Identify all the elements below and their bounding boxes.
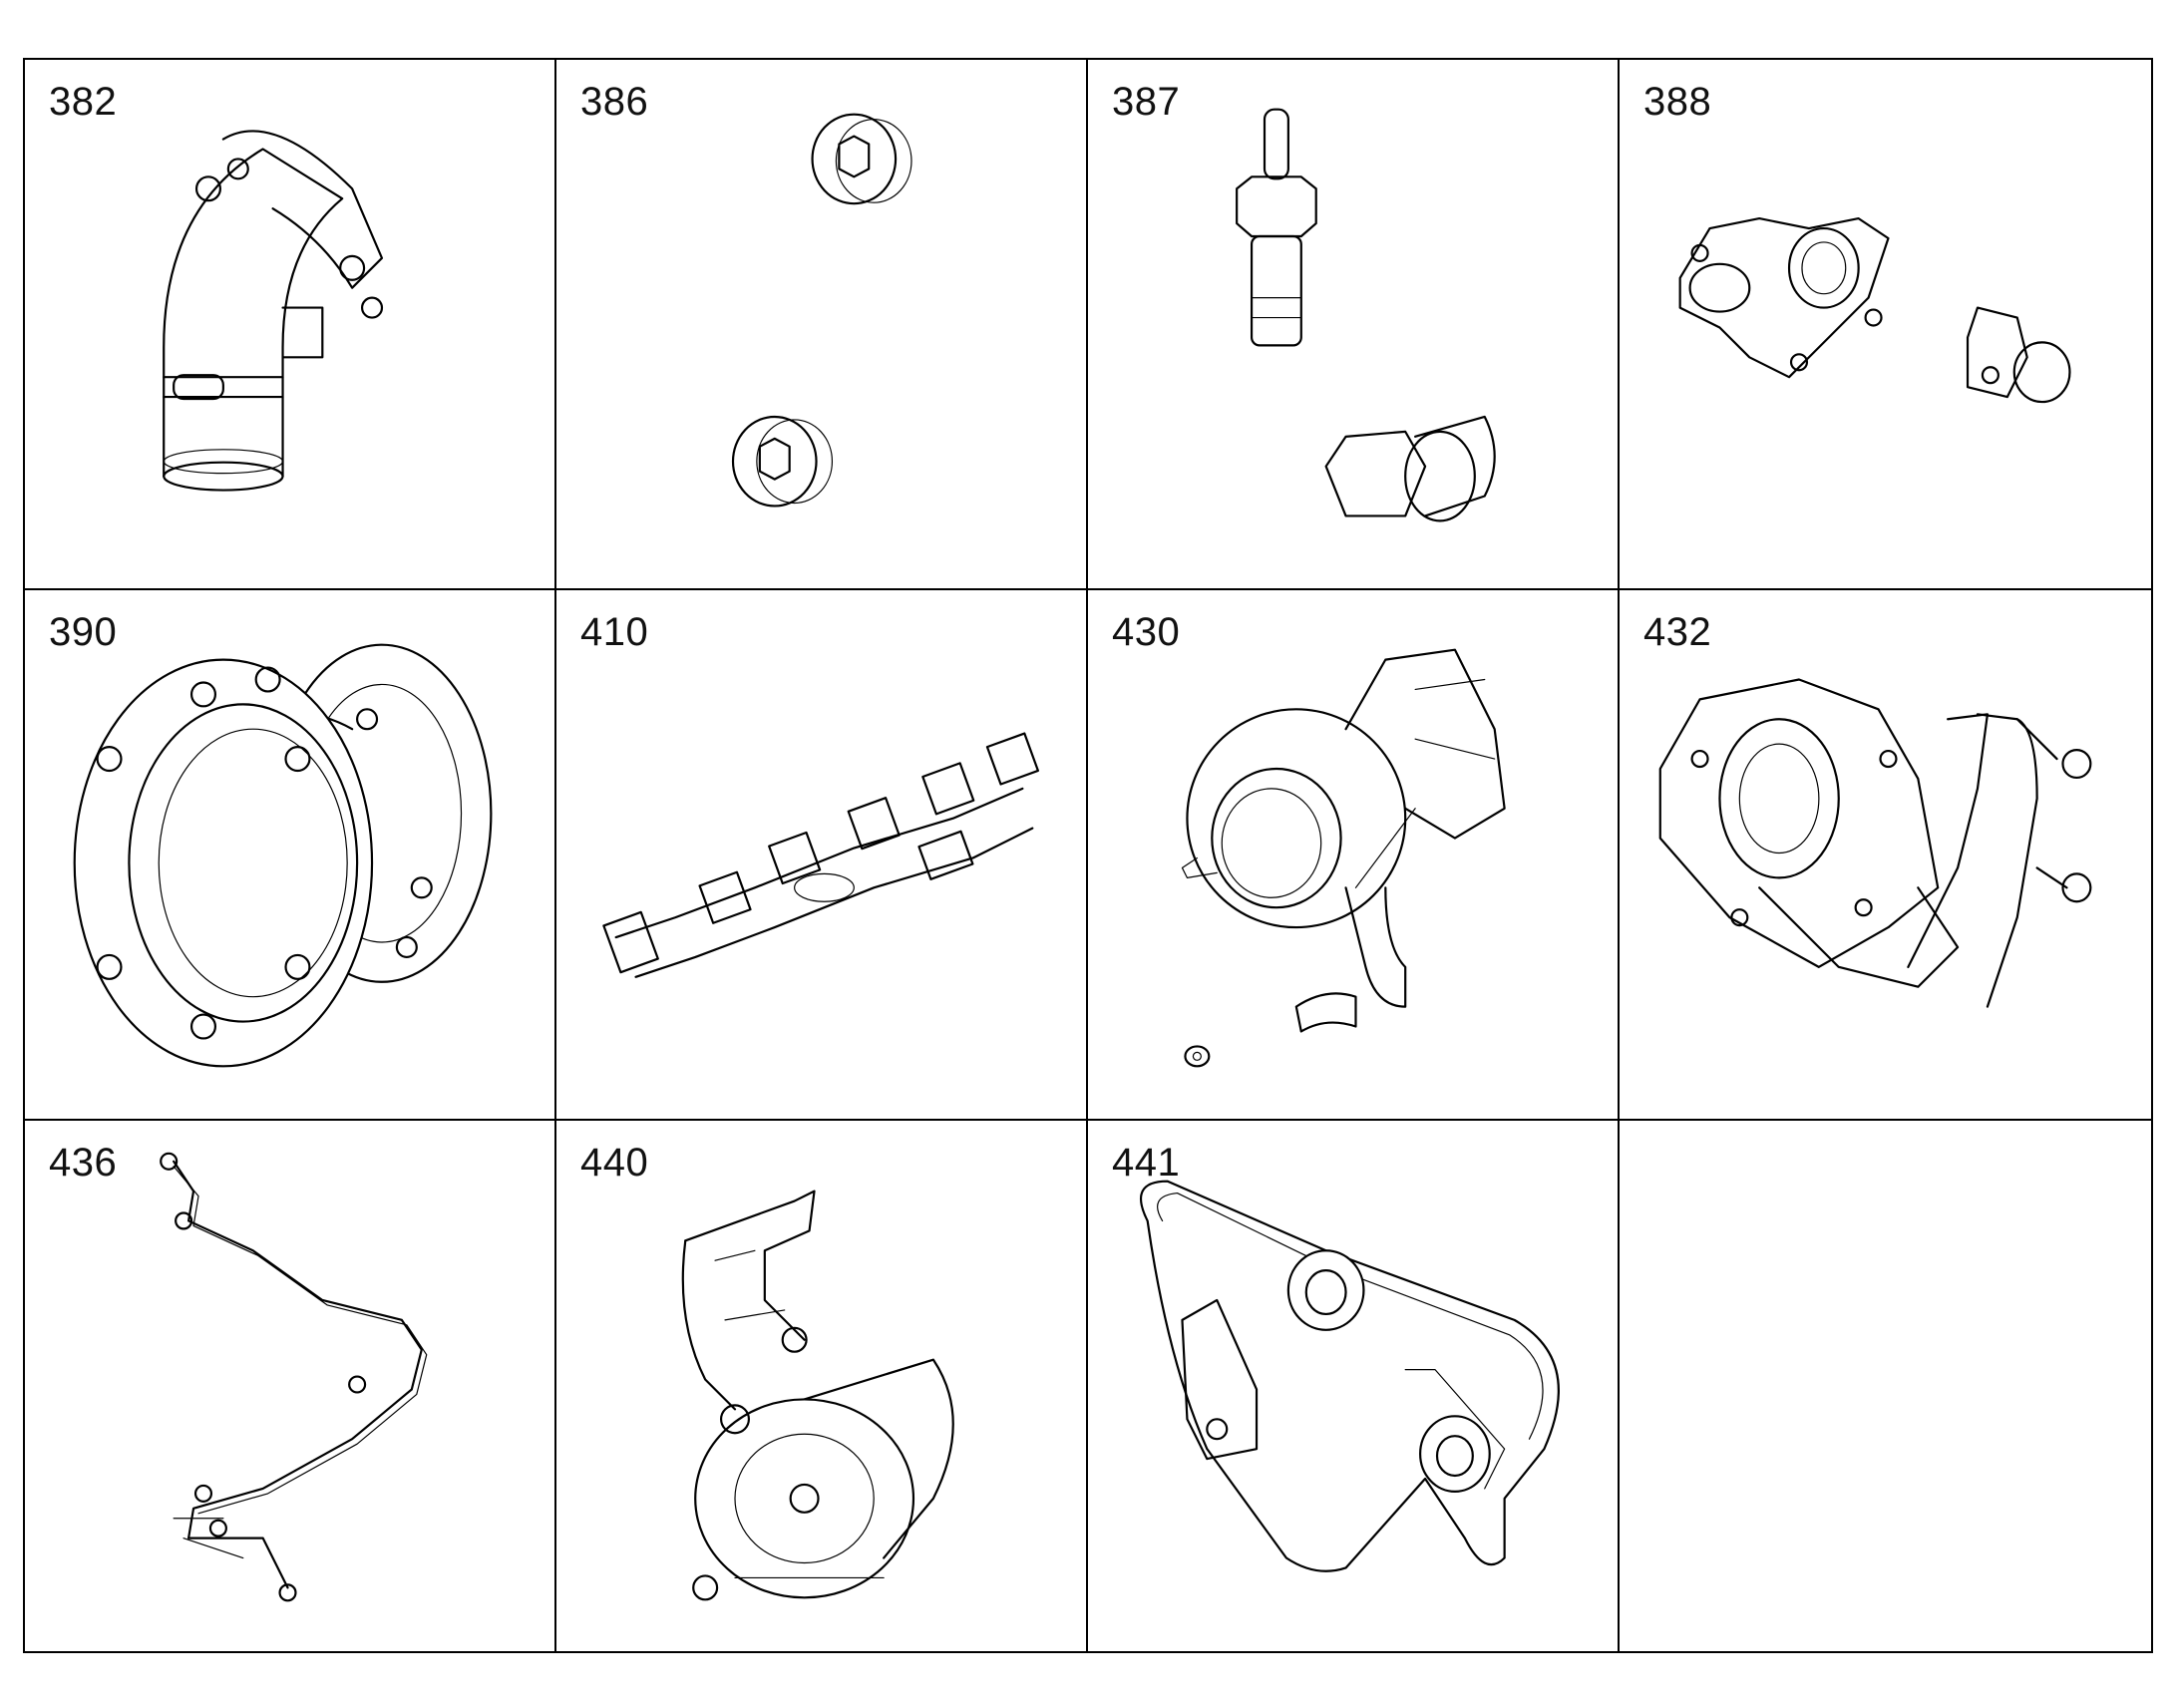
part-number: 410	[580, 610, 649, 654]
hex-plug-icon	[731, 113, 912, 508]
part-cell-430[interactable]: 430	[1088, 590, 1620, 1121]
part-cell-432[interactable]: 432	[1620, 590, 2151, 1121]
belt-drive-icon	[1139, 1180, 1560, 1572]
part-number: 430	[1112, 610, 1181, 654]
alternator-icon	[681, 1190, 954, 1601]
part-cell-386[interactable]: 386	[556, 60, 1088, 590]
empty-cell	[1620, 1121, 2151, 1651]
part-number: 436	[49, 1141, 118, 1185]
thermostat-housing-icon	[1678, 217, 2071, 404]
part-number: 388	[1643, 80, 1712, 124]
part-number: 382	[49, 80, 118, 124]
fitting-icon	[1236, 108, 1496, 522]
part-cell-436[interactable]: 436	[25, 1121, 556, 1651]
part-number: 440	[580, 1141, 649, 1185]
part-cell-390[interactable]: 390	[25, 590, 556, 1121]
part-number: 441	[1112, 1141, 1181, 1185]
part-cell-441[interactable]: 441	[1088, 1121, 1620, 1651]
exhaust-manifold-icon	[602, 732, 1039, 978]
pump-assembly-icon	[1658, 678, 2092, 1008]
elbow-pipe-icon	[163, 130, 384, 492]
part-cell-388[interactable]: 388	[1620, 60, 2151, 590]
part-number: 432	[1643, 610, 1712, 654]
part-cell-387[interactable]: 387	[1088, 60, 1620, 590]
part-number: 390	[49, 610, 118, 654]
flexible-coupling-icon	[73, 643, 493, 1068]
turbocharger-icon	[1181, 648, 1506, 1068]
pipe-line-icon	[160, 1152, 428, 1602]
part-number: 387	[1112, 80, 1181, 124]
part-number: 386	[580, 80, 649, 124]
parts-grid: 382 386 387	[23, 58, 2153, 1653]
part-cell-440[interactable]: 440	[556, 1121, 1088, 1651]
part-cell-382[interactable]: 382	[25, 60, 556, 590]
part-cell-410[interactable]: 410	[556, 590, 1088, 1121]
